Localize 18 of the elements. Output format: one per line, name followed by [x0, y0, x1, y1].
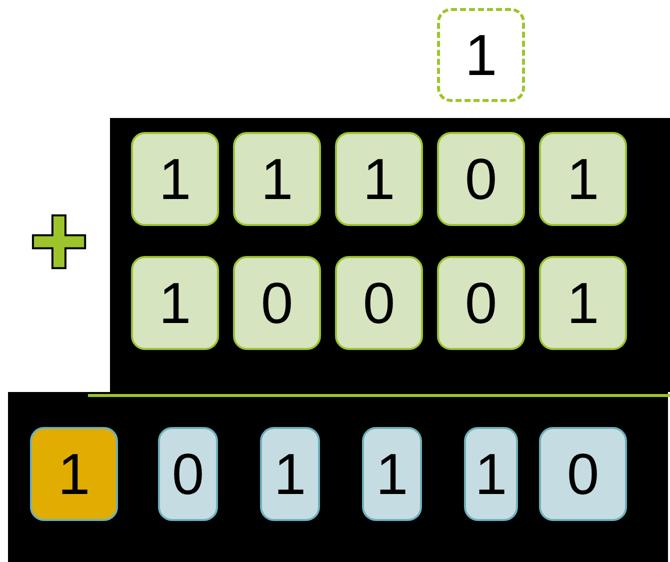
- digit-box: 1: [464, 427, 518, 521]
- carry-digit-box: 1: [437, 8, 525, 102]
- digit-box: 0: [437, 256, 525, 350]
- digit-box: 1: [335, 132, 423, 226]
- digit-box: 1: [131, 132, 219, 226]
- digit-box: 1: [233, 132, 321, 226]
- plus-sign: +: [28, 186, 90, 296]
- digit-box: 0: [158, 427, 218, 521]
- digit-box: 1: [260, 427, 320, 521]
- digit-box: 1: [30, 427, 118, 521]
- digit-box: 1: [362, 427, 422, 521]
- digit-box: 0: [335, 256, 423, 350]
- digit-box: 0: [437, 132, 525, 226]
- digit-box: 0: [233, 256, 321, 350]
- digit-box: 1: [539, 132, 627, 226]
- digit-box: 1: [131, 256, 219, 350]
- digit-box: 1: [539, 256, 627, 350]
- digit-box: 0: [539, 427, 627, 521]
